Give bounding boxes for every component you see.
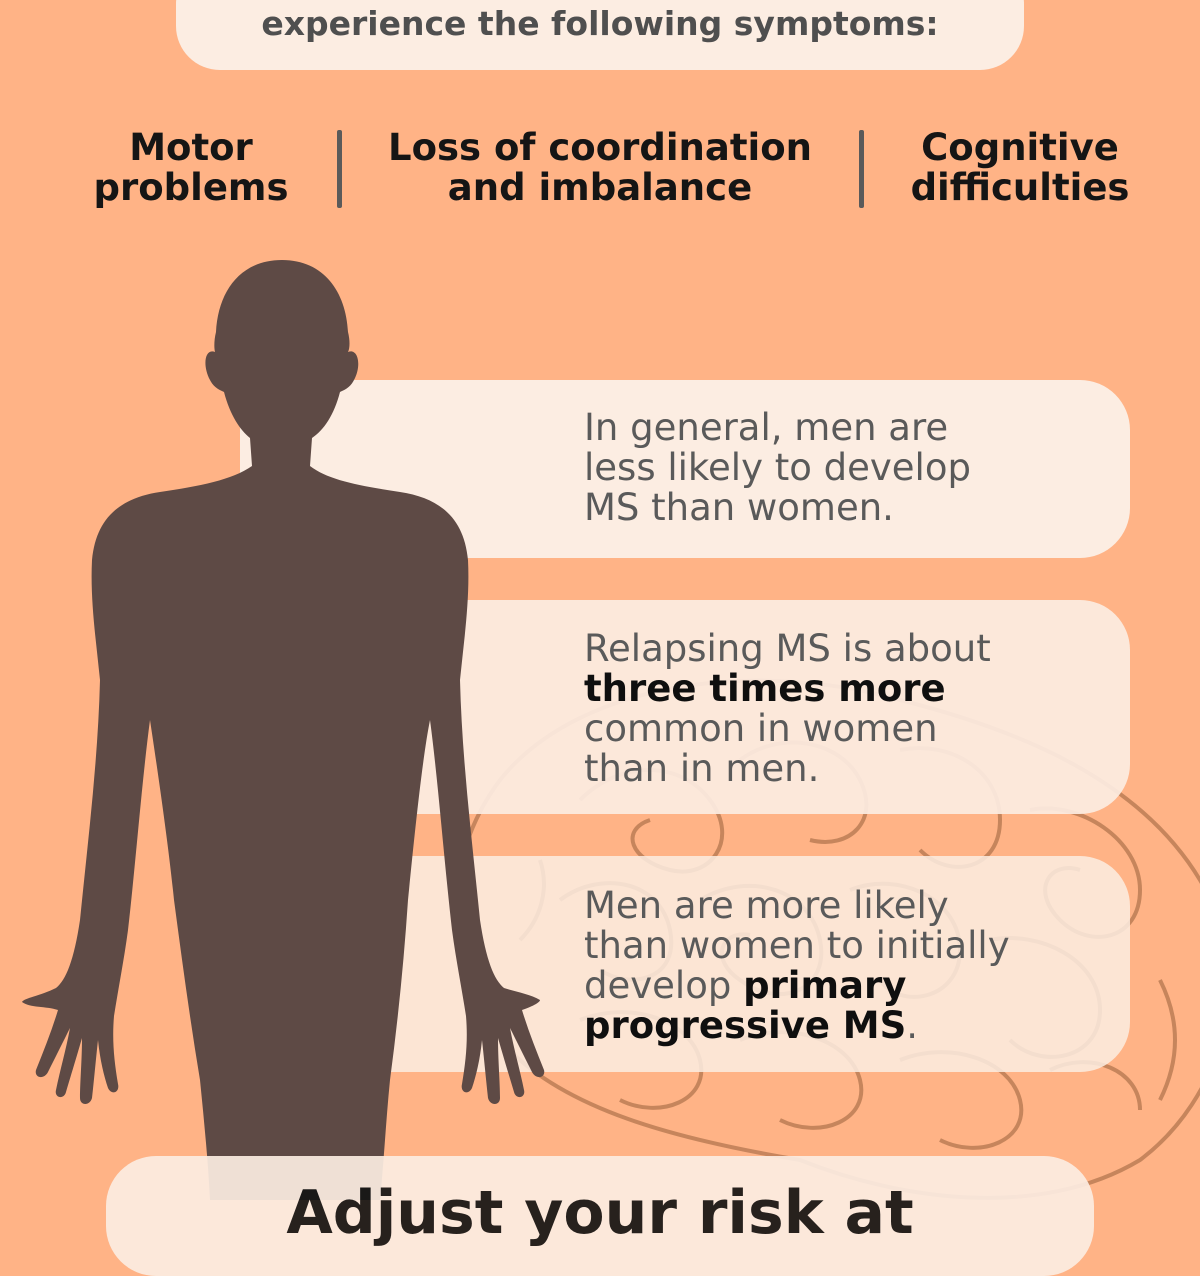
symptom-coordination-line1: Loss of coordination — [388, 126, 812, 169]
intro-text: experience the following symptoms: — [261, 4, 939, 43]
divider — [337, 130, 342, 208]
fact3-line4-bold: progressive MS — [584, 1004, 907, 1047]
fact-text-likelihood: In general, men are less likely to devel… — [584, 408, 971, 528]
fact-text-relapsing: Relapsing MS is about three times more c… — [584, 629, 991, 789]
fact2-line3: common in women — [584, 707, 938, 750]
fact3-line3-bold: primary — [743, 964, 907, 1007]
symptom-motor-line1: Motor — [129, 126, 253, 169]
symptom-coordination: Loss of coordination and imbalance — [362, 128, 838, 208]
fact3-line3-start: develop — [584, 964, 744, 1007]
fact1-line2: less likely to develop — [584, 446, 971, 489]
fact3-line2: than women to initially — [584, 924, 1010, 967]
fact2-line1: Relapsing MS is about — [584, 627, 991, 670]
symptom-cognitive: Cognitive difficulties — [892, 128, 1148, 208]
fact2-line2-bold: three times more — [584, 667, 946, 710]
symptom-motor: Motor problems — [80, 128, 302, 208]
symptom-coordination-line2: and imbalance — [447, 166, 753, 209]
fact2-line4: than in men. — [584, 747, 820, 790]
fact3-line1: Men are more likely — [584, 884, 949, 927]
bottom-banner: Adjust your risk at — [106, 1156, 1094, 1276]
symptom-cognitive-line2: difficulties — [910, 166, 1130, 209]
symptom-cognitive-line1: Cognitive — [921, 126, 1119, 169]
fact1-line1: In general, men are — [584, 406, 949, 449]
fact1-line3: MS than women. — [584, 486, 894, 529]
symptom-motor-line2: problems — [93, 166, 289, 209]
fact3-line4-end: . — [906, 1004, 919, 1047]
intro-banner: experience the following symptoms: — [176, 0, 1024, 70]
human-silhouette-icon — [22, 260, 545, 1200]
divider — [859, 130, 864, 208]
fact-text-progressive: Men are more likely than women to initia… — [584, 886, 1010, 1046]
bottom-banner-text: Adjust your risk at — [286, 1178, 914, 1248]
